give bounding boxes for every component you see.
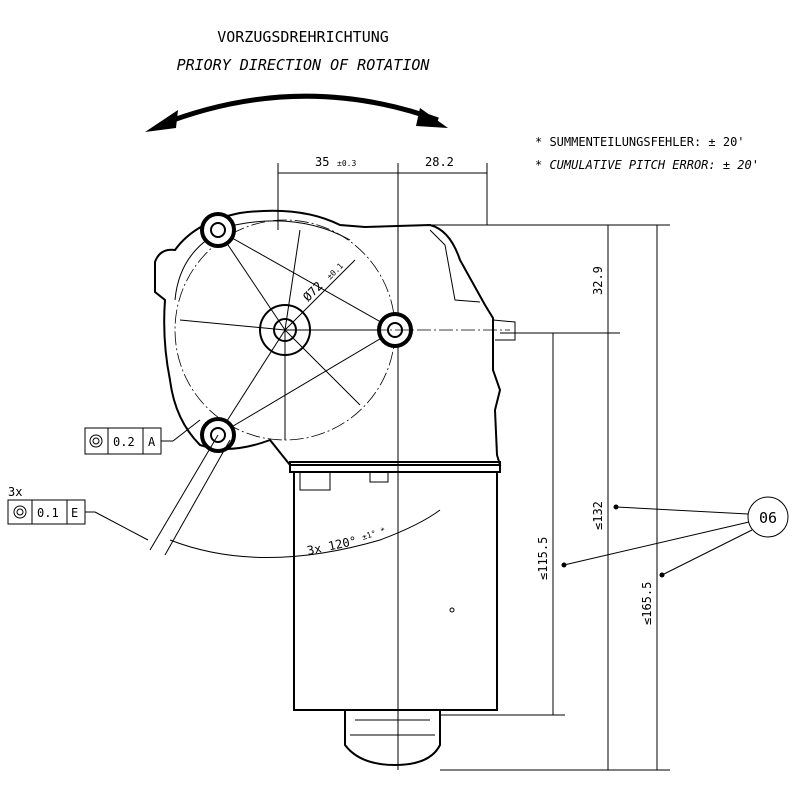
title-german: VORZUGSDREHRICHTUNG — [217, 28, 389, 46]
svg-text:06: 06 — [759, 509, 777, 527]
diameter-72-label: Ø72 — [300, 279, 325, 304]
svg-text:A: A — [148, 435, 156, 449]
title-english: PRIORY DIRECTION OF ROTATION — [177, 56, 431, 74]
svg-text:E: E — [71, 506, 78, 520]
note-german: * SUMMENTEILUNGSFEHLER: ± 20' — [535, 135, 745, 149]
svg-text:0.2: 0.2 — [113, 435, 135, 449]
svg-text:3x: 3x — [8, 485, 22, 499]
dimension-35: 35 ±0.3 28.2 — [277, 155, 488, 770]
svg-text:35: 35 — [315, 155, 329, 169]
rotation-arrow-icon — [145, 93, 448, 132]
dimension-115-5: ≤115.5 — [536, 537, 550, 580]
svg-text:±0.1: ±0.1 — [325, 261, 345, 281]
svg-text:3x 120°: 3x 120° — [306, 534, 358, 558]
vertical-dimensions: 32.9 ≤132 ≤165.5 ≤115.5 — [430, 224, 670, 771]
tolerance-frame-concentricity-a: 0.2 A — [84, 419, 201, 455]
dimension-132: ≤132 — [591, 501, 605, 530]
svg-text:0.1: 0.1 — [37, 506, 59, 520]
item-balloon: 06 — [561, 496, 789, 578]
tolerance-frame-concentricity-e: 3x 0.1 E — [7, 485, 149, 541]
svg-text:±1° *: ±1° * — [361, 526, 387, 542]
note-english: * CUMULATIVE PITCH ERROR: ± 20' — [535, 158, 759, 172]
motor-body — [289, 461, 501, 767]
svg-text:±0.3: ±0.3 — [337, 159, 356, 168]
gearbox-housing: Ø72 ±0.1 — [154, 209, 516, 466]
dimension-32-9: 32.9 — [591, 266, 605, 295]
dimension-28-2: 28.2 — [425, 155, 454, 169]
dimension-165-5: ≤165.5 — [640, 582, 654, 625]
